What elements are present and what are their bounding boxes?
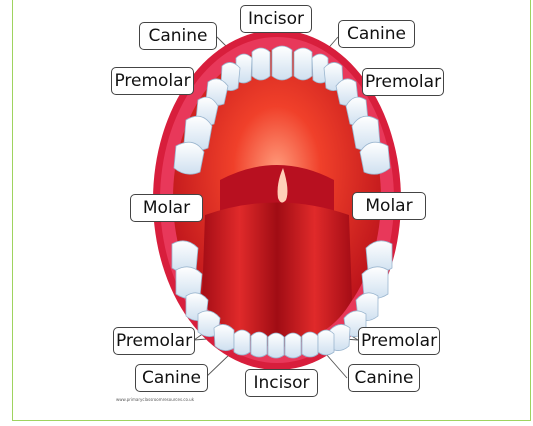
label-canine-bottom-right: Canine bbox=[348, 364, 420, 392]
tooth-upper-incisor bbox=[252, 48, 270, 80]
label-molar-right: Molar bbox=[352, 192, 426, 220]
label-premolar-top-right: Premolar bbox=[362, 68, 444, 96]
tooth-lower-incisor bbox=[234, 330, 250, 355]
tooth-upper-molar bbox=[174, 142, 204, 174]
label-molar-left: Molar bbox=[130, 194, 203, 222]
tooth-lower-incisor bbox=[268, 333, 284, 358]
label-canine-top-left: Canine bbox=[139, 22, 217, 50]
tooth-upper-molar bbox=[360, 142, 390, 174]
label-premolar-bottom-left: Premolar bbox=[113, 327, 195, 355]
tooth-lower-incisor bbox=[318, 330, 334, 355]
tooth-lower-canine bbox=[214, 324, 234, 350]
credit-text: www.primaryclassroomresources.co.uk bbox=[116, 397, 194, 402]
tooth-lower-incisor bbox=[285, 333, 301, 358]
tooth-lower-incisor bbox=[302, 332, 318, 357]
tooth-upper-incisor bbox=[294, 48, 312, 80]
label-incisor-bottom: Incisor bbox=[245, 369, 318, 397]
label-premolar-bottom-right: Premolar bbox=[358, 327, 440, 355]
label-canine-top-right: Canine bbox=[338, 20, 415, 48]
label-incisor-top: Incisor bbox=[240, 5, 312, 33]
tooth-lower-incisor bbox=[251, 332, 267, 357]
tooth-upper-incisor bbox=[272, 46, 292, 80]
label-premolar-top-left: Premolar bbox=[111, 67, 194, 95]
label-canine-bottom-left: Canine bbox=[135, 364, 208, 392]
